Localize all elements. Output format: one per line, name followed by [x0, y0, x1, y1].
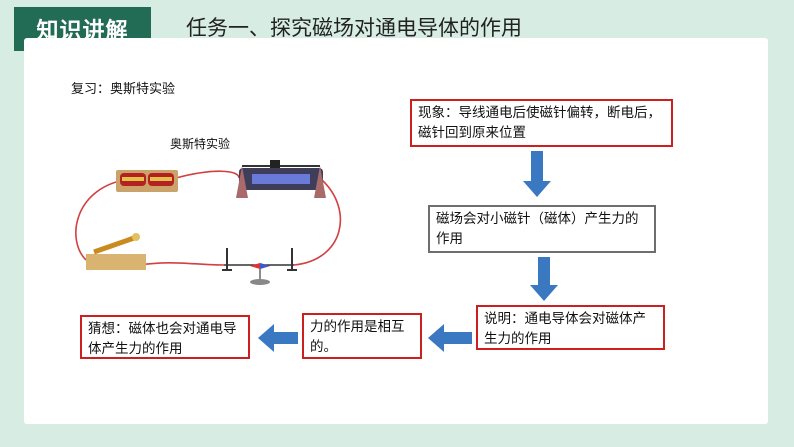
hypothesis-box: 猜想：磁体也会对通电导体产生力的作用	[80, 315, 250, 359]
figure-caption: 奥斯特实验	[170, 136, 230, 151]
mutual-force-text: 力的作用是相互的。	[310, 319, 405, 355]
phenomenon-text: 现象：导线通电后使磁针偏转，断电后，磁针回到原来位置	[418, 105, 661, 141]
conclusion-text: 磁场会对小磁针（磁体）产生力的作用	[436, 211, 639, 247]
left-arrow-2	[258, 324, 298, 352]
conclusion-box: 磁场会对小磁针（磁体）产生力的作用	[428, 205, 656, 253]
phenomenon-box: 现象：导线通电后使磁针偏转，断电后，磁针回到原来位置	[410, 99, 673, 147]
explanation-box: 说明：通电导体会对磁体产生力的作用	[476, 305, 665, 350]
review-label: 复习：奥斯特实验	[71, 82, 176, 97]
explanation-text: 说明：通电导体会对磁体产生力的作用	[484, 311, 646, 347]
slide-title: 任务一、探究磁场对通电导体的作用	[186, 16, 522, 40]
left-arrow-1	[428, 324, 472, 352]
oersted-experiment-figure: 奥斯特实验	[64, 120, 348, 290]
down-arrow-2	[530, 257, 558, 301]
mutual-force-box: 力的作用是相互的。	[302, 313, 422, 359]
hypothesis-text: 猜想：磁体也会对通电导体产生力的作用	[88, 321, 237, 357]
down-arrow-1	[523, 151, 551, 197]
